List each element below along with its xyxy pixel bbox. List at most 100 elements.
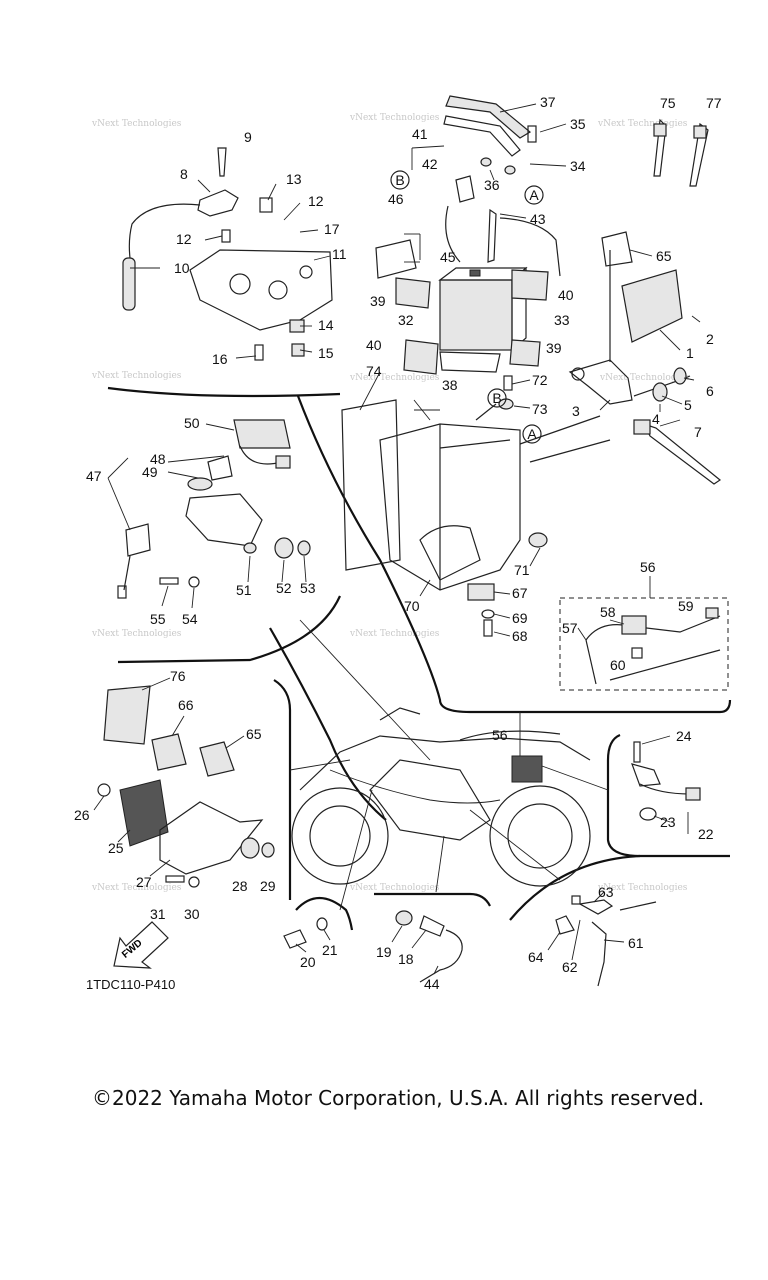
grommet-71 <box>528 532 548 548</box>
callout-52: 52 <box>276 580 292 596</box>
callout-42: 42 <box>422 156 438 172</box>
callout-30: 30 <box>184 906 200 922</box>
callout-58: 58 <box>600 604 616 620</box>
callout-62: 62 <box>562 959 578 975</box>
callout-17: 17 <box>324 221 340 237</box>
fuse-block <box>375 239 417 279</box>
svg-text:A: A <box>529 187 539 203</box>
svg-text:B: B <box>395 172 404 188</box>
watermark-1: vNext Technologies <box>91 119 182 129</box>
callout-65-bottom: 65 <box>246 726 262 742</box>
callout-49: 49 <box>142 464 158 480</box>
callout-45: 45 <box>440 249 456 265</box>
callout-77: 77 <box>706 95 722 111</box>
relay-66 <box>151 733 187 771</box>
callout-14: 14 <box>318 317 334 333</box>
callout-29: 29 <box>260 878 276 894</box>
main-switch-group <box>107 419 311 609</box>
thermo-sensor <box>591 921 607 987</box>
handlebar <box>379 707 421 721</box>
callout-36: 36 <box>484 177 500 193</box>
front-wheel <box>291 787 389 885</box>
battery-pad-right <box>511 269 549 301</box>
watermark-3: vNext Technologies <box>597 119 688 129</box>
ecu <box>621 269 683 343</box>
ref-marker-a-2 <box>522 424 542 444</box>
starter-relay <box>601 231 633 267</box>
negative-lead <box>499 217 561 277</box>
ref-marker-b-2 <box>487 388 507 408</box>
callouts: 1 2 3 4 5 6 7 8 9 10 11 12 12 13 14 15 1… <box>74 94 722 992</box>
callout-75: 75 <box>660 95 676 111</box>
fwd-arrow: FWD <box>113 921 169 969</box>
callout-39-right: 39 <box>546 340 562 356</box>
watermark-6: vNext Technologies <box>599 373 690 383</box>
callout-76: 76 <box>170 668 186 684</box>
key-switch <box>207 455 233 481</box>
panel-border-leader <box>269 627 387 821</box>
callout-20: 20 <box>300 954 316 970</box>
callout-63: 63 <box>598 884 614 900</box>
callout-27: 27 <box>136 874 152 890</box>
atv-overview <box>291 707 591 887</box>
gasket-19 <box>395 910 413 926</box>
ignition-coil <box>197 189 239 217</box>
rear-wheel <box>489 785 591 887</box>
callout-61: 61 <box>628 935 644 951</box>
battery-pad-left <box>395 277 431 309</box>
cable-ties <box>653 118 709 187</box>
panel-border-right-lower <box>606 733 730 858</box>
callout-16: 16 <box>212 351 228 367</box>
sub-harness-box <box>559 597 729 691</box>
fwd-label: FWD <box>120 938 145 961</box>
bolt-64 <box>555 915 575 935</box>
collar <box>291 343 305 357</box>
callout-55: 55 <box>150 611 166 627</box>
callout-56-top: 56 <box>640 559 656 575</box>
callout-69: 69 <box>512 610 528 626</box>
fuse-holder <box>467 583 495 601</box>
highlight-sub-harness <box>511 755 543 783</box>
callout-57: 57 <box>562 620 578 636</box>
watermark-9: vNext Technologies <box>91 883 182 893</box>
callout-46: 46 <box>388 191 404 207</box>
callout-37: 37 <box>540 94 556 110</box>
callout-35: 35 <box>570 116 586 132</box>
bottom-sensors <box>283 891 657 987</box>
callout-51: 51 <box>236 582 252 598</box>
callout-32: 32 <box>398 312 414 328</box>
callout-8: 8 <box>180 166 188 182</box>
callout-31: 31 <box>150 906 166 922</box>
panel-border-bottom-right <box>509 854 641 921</box>
ref-marker-a-1 <box>524 185 544 205</box>
callout-41: 41 <box>412 126 428 142</box>
callout-71: 71 <box>514 562 530 578</box>
coil-bracket <box>189 249 333 331</box>
callout-24: 24 <box>676 728 692 744</box>
callout-54: 54 <box>182 611 198 627</box>
panel-borders <box>107 386 732 931</box>
callout-22: 22 <box>698 826 714 842</box>
callout-21: 21 <box>322 942 338 958</box>
callout-13: 13 <box>286 171 302 187</box>
callout-50: 50 <box>184 415 200 431</box>
relay-ecu-group <box>568 231 722 485</box>
sensor-group-22 <box>631 735 701 834</box>
callout-40-right: 40 <box>558 287 574 303</box>
lean-angle-sensor <box>642 422 722 485</box>
callout-18: 18 <box>398 951 414 967</box>
fwd-arrow-icon <box>113 921 169 969</box>
rectifier-bracket <box>159 801 264 875</box>
callout-9: 9 <box>244 129 252 145</box>
watermarks: vNext Technologies vNext Technologies vN… <box>91 113 690 893</box>
callout-25: 25 <box>108 840 124 856</box>
collar-53 <box>297 540 311 556</box>
watermark-7: vNext Technologies <box>91 629 182 639</box>
callout-73: 73 <box>532 401 548 417</box>
rubber-cover <box>103 685 151 745</box>
watermark-10: vNext Technologies <box>349 883 440 893</box>
callout-70: 70 <box>404 598 420 614</box>
callout-34: 34 <box>570 158 586 174</box>
callout-7: 7 <box>694 424 702 440</box>
panel-border-bottom-mid <box>374 892 491 907</box>
